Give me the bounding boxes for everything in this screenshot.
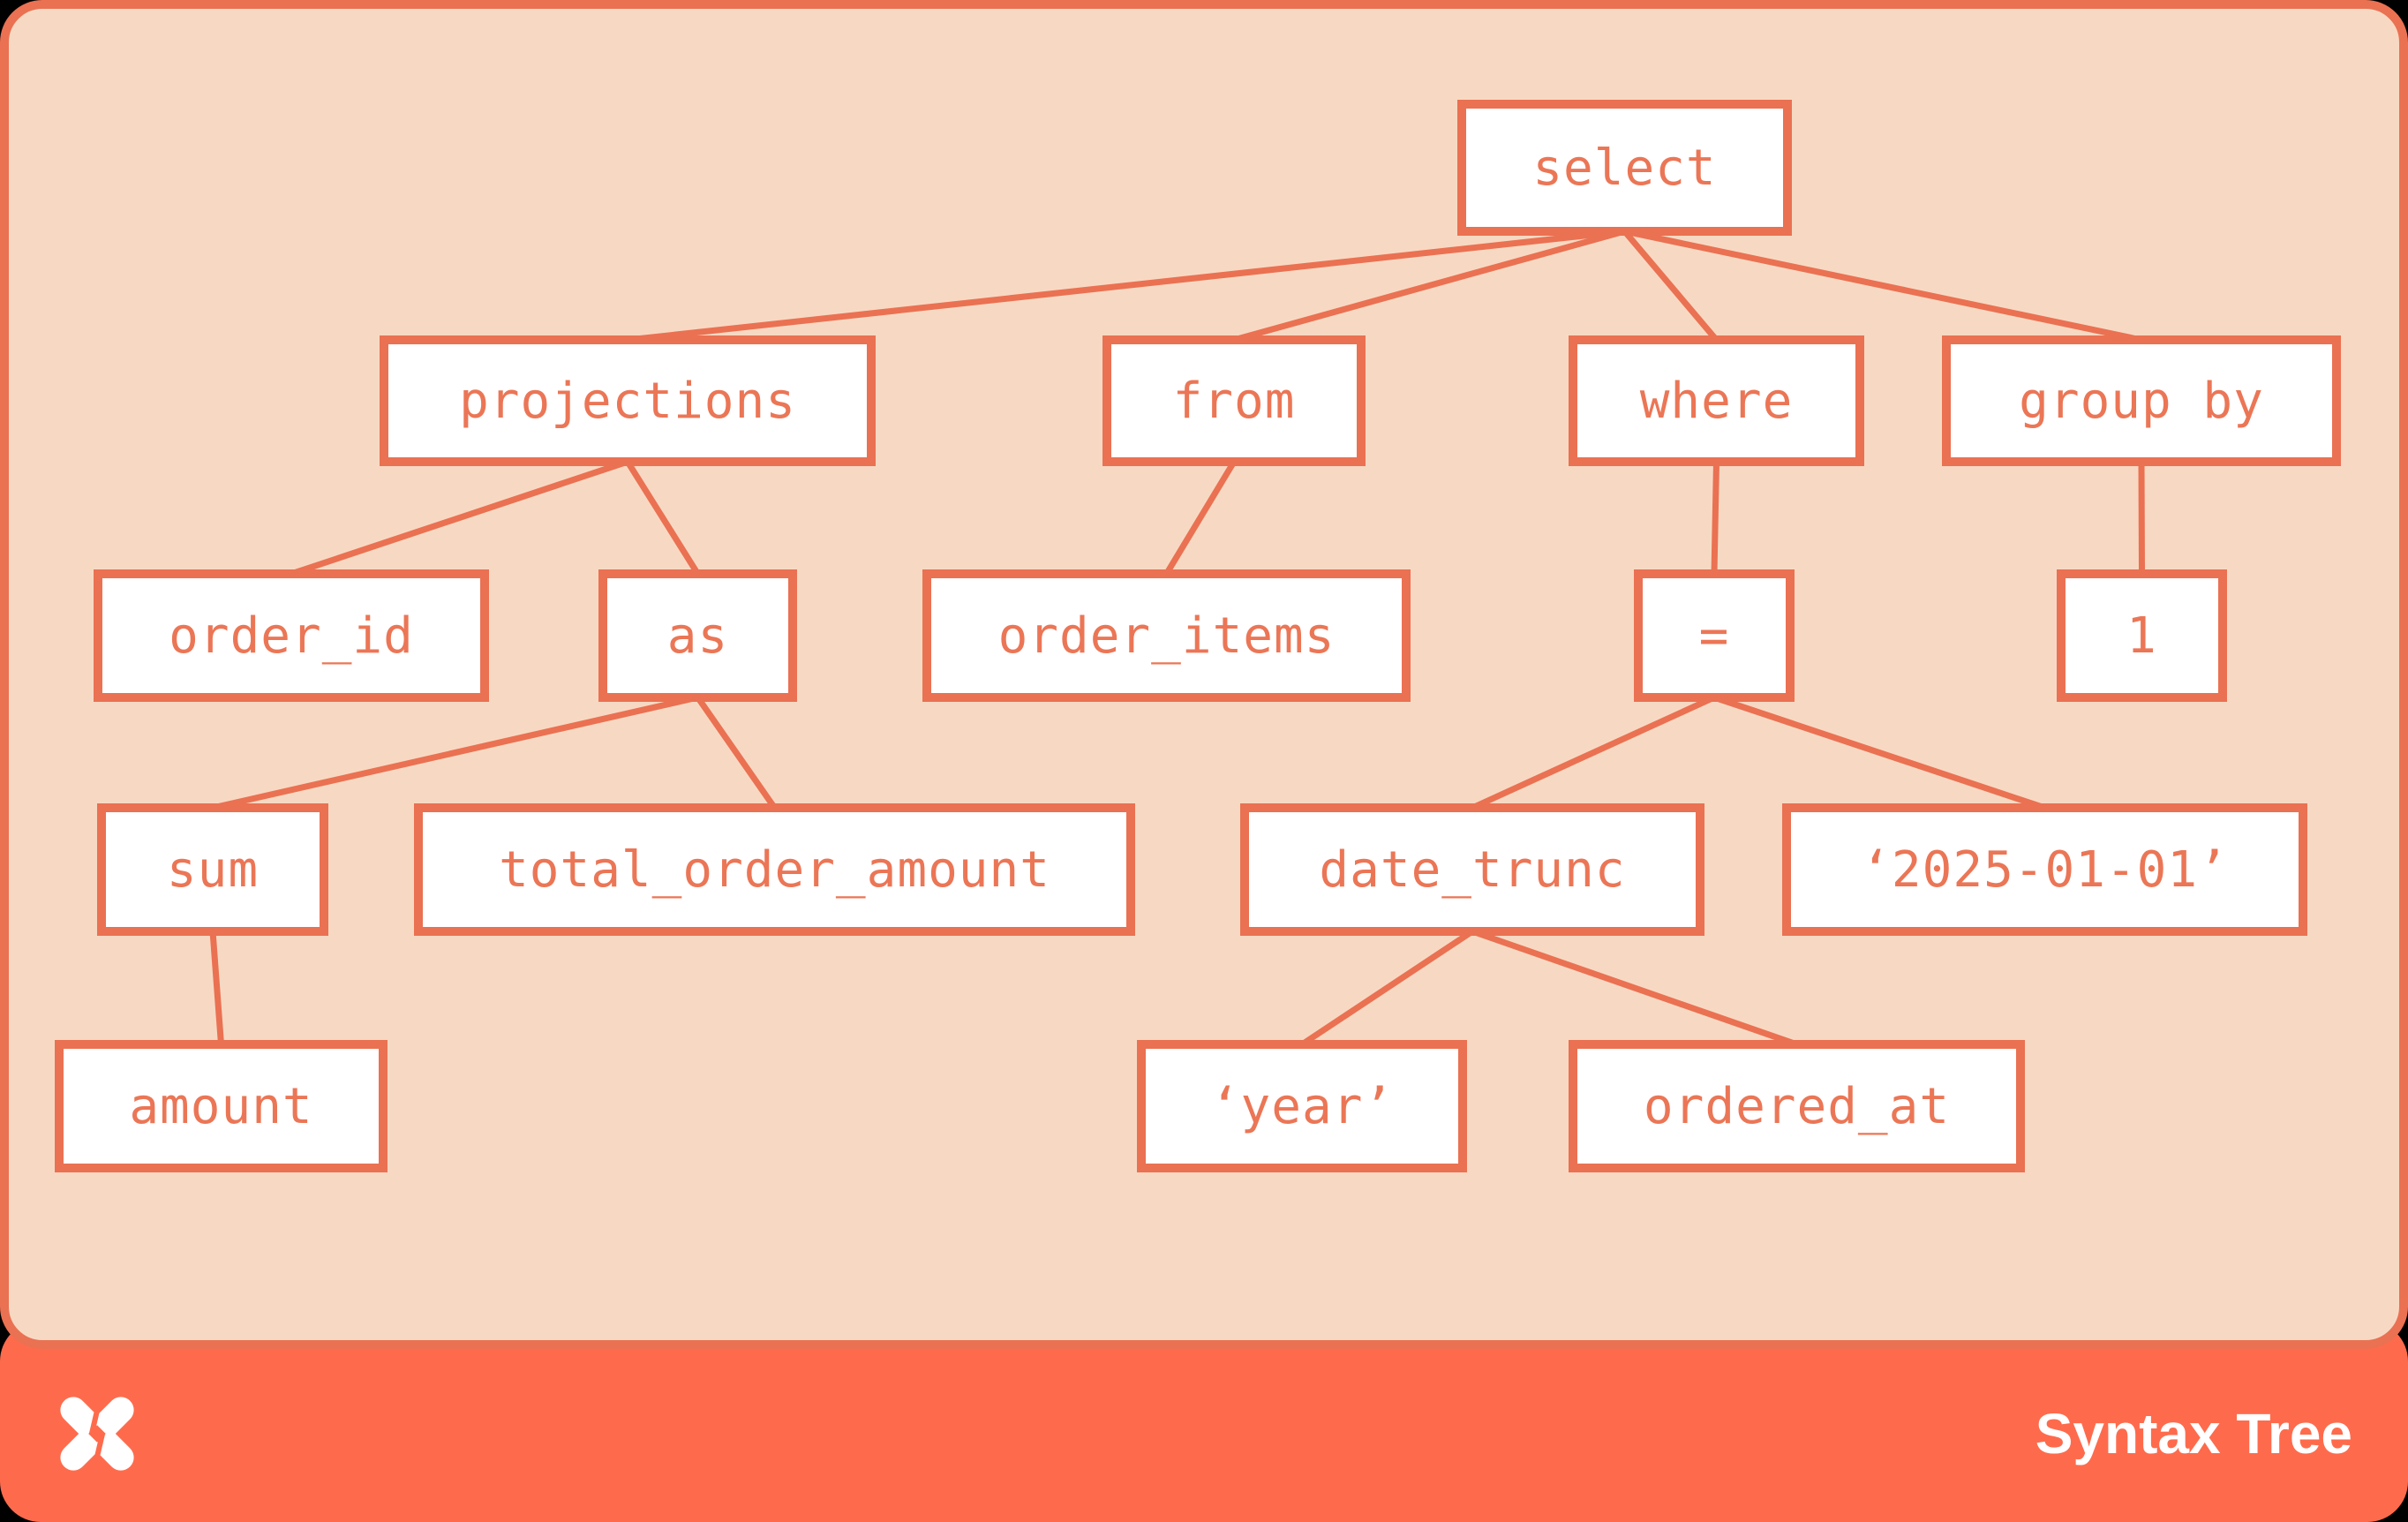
- tree-node-order_items: order_items: [922, 569, 1411, 702]
- tree-node-select: select: [1457, 100, 1792, 236]
- tree-node-ordered_at: ordered_at: [1569, 1040, 2025, 1172]
- tree-node-sum: sum: [97, 803, 328, 936]
- tree-node-date_trunc: date_trunc: [1240, 803, 1704, 936]
- footer-bar: [0, 1321, 2408, 1522]
- tree-node-as: as: [598, 569, 797, 702]
- tree-node-one: 1: [2057, 569, 2227, 702]
- pinwheel-x-icon: [60, 1390, 134, 1478]
- tree-node-year_literal: ‘year’: [1137, 1040, 1467, 1172]
- tree-node-date_literal: ‘2025-01-01’: [1782, 803, 2307, 936]
- tree-node-order_id: order_id: [94, 569, 489, 702]
- tree-node-amount: amount: [55, 1040, 388, 1172]
- tree-node-group_by: group by: [1942, 335, 2341, 466]
- tree-node-total_order_amount: total_order_amount: [414, 803, 1135, 936]
- brand-text: Syntax Tree: [2035, 1402, 2352, 1465]
- tree-node-projections: projections: [380, 335, 876, 466]
- tree-node-where: where: [1569, 335, 1864, 466]
- tree-node-eq: =: [1634, 569, 1795, 702]
- tree-node-from: from: [1102, 335, 1366, 466]
